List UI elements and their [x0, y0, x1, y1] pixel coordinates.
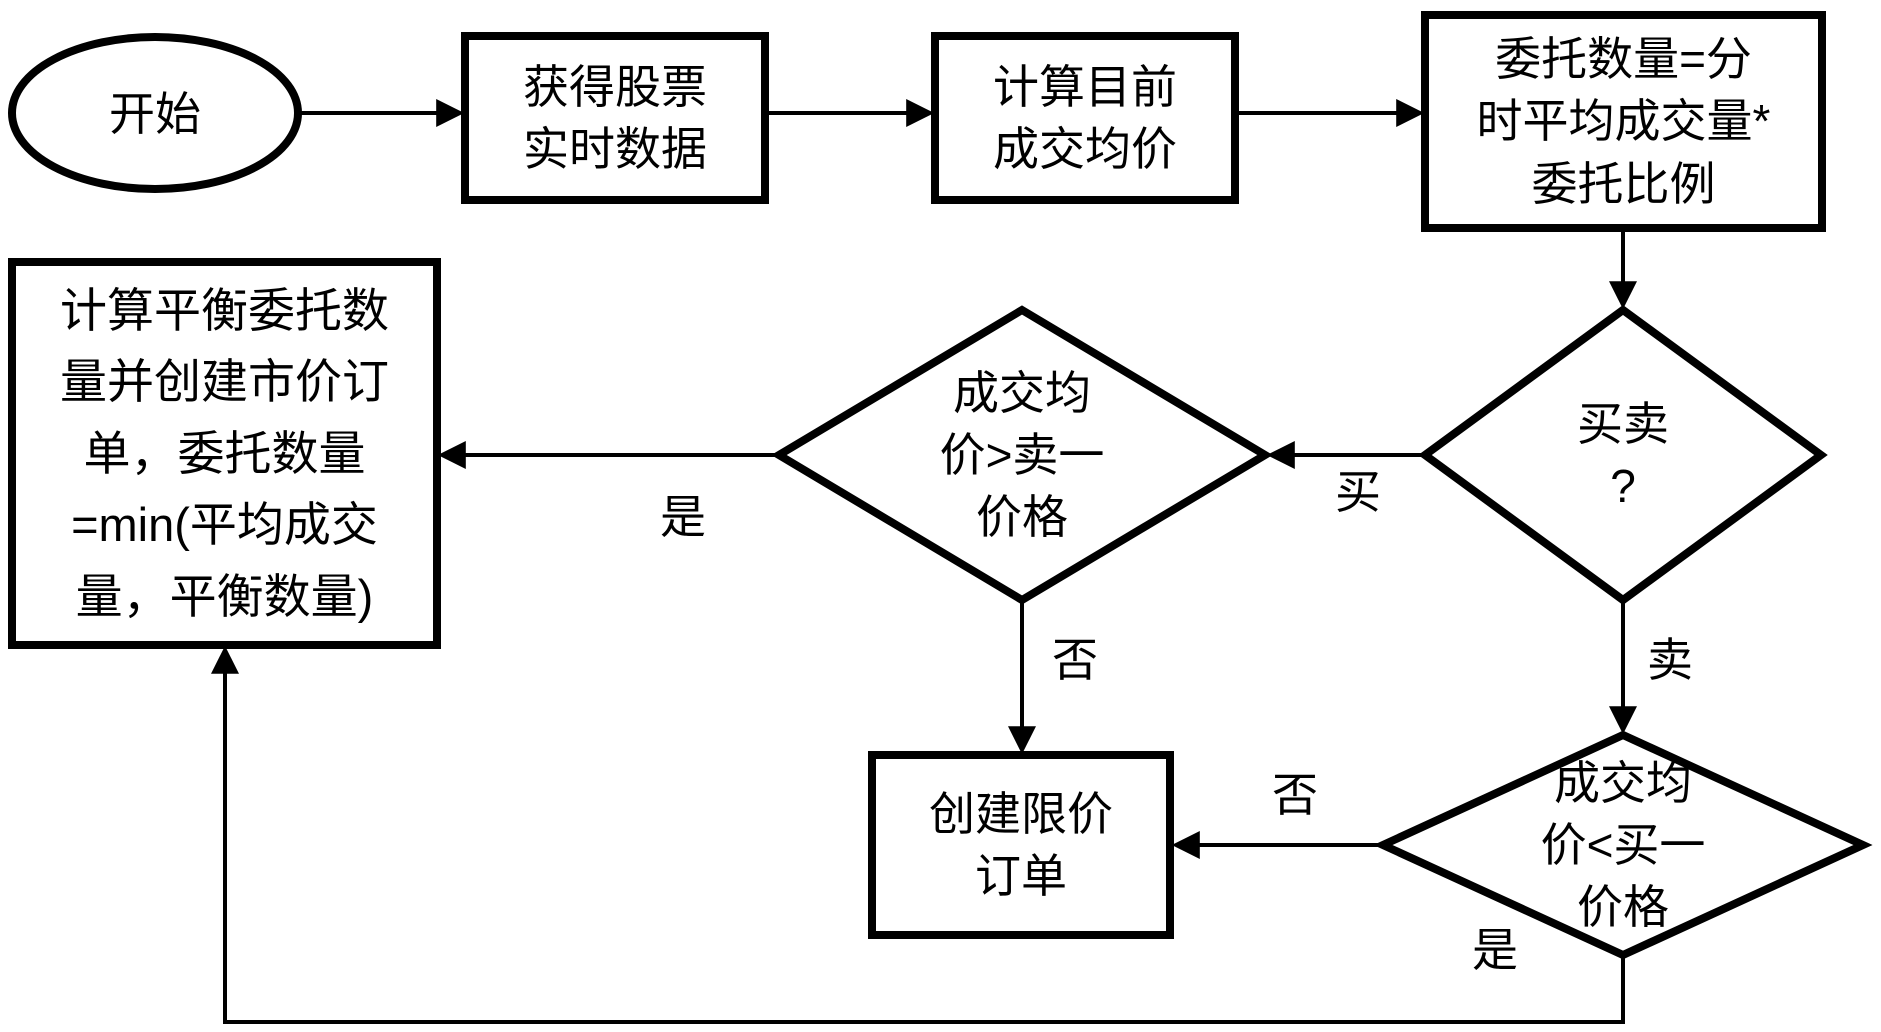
start-terminator-shape	[8, 33, 302, 193]
order-quantity-shape	[1421, 11, 1826, 232]
avg-gt-ask1-decision-label: 成交均 价>卖一 价格	[939, 366, 1105, 544]
create-limit-order-label: 创建限价 订单	[929, 787, 1113, 902]
avg-lt-bid1-decision-label: 成交均 价<买一 价格	[1540, 756, 1706, 934]
order-quantity-label: 委托数量=分 时平均成交量* 委托比例	[1476, 33, 1771, 210]
edge-label-yes-sell: 是	[1472, 924, 1518, 976]
start-terminator-label: 开始	[109, 87, 201, 140]
create-market-order-label: 计算平衡委托数 量并创建市价订 单，委托数量 =min(平均成交 量，平衡数量)	[60, 283, 389, 623]
edge-label-no-sell: 否	[1272, 769, 1318, 821]
arrow-yes-sell-loop-to-market-order	[211, 645, 1625, 1024]
edge-label-yes-buy: 是	[660, 491, 706, 543]
calc-avg-price-label: 计算目前 成交均价	[993, 60, 1177, 175]
edge-label-no-buy: 否	[1052, 634, 1098, 686]
edge-label-sell: 卖	[1647, 634, 1693, 686]
get-realtime-data-label: 获得股票 实时数据	[523, 60, 707, 175]
edge-label-buy: 买	[1335, 466, 1381, 518]
calc-avg-price-shape	[931, 32, 1239, 204]
buy-sell-decision-label: 买卖 ?	[1577, 397, 1669, 512]
create-limit-order-shape	[868, 751, 1174, 939]
get-realtime-data-shape	[461, 32, 769, 204]
create-market-order-shape	[8, 258, 441, 649]
